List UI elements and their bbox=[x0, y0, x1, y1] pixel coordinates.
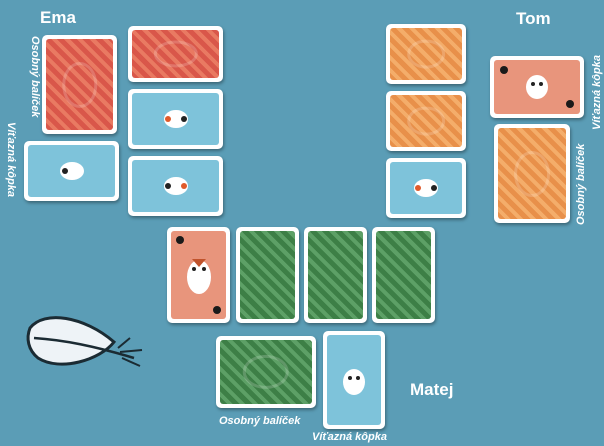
tom-bird-card[interactable] bbox=[386, 158, 466, 218]
tom-card-back-2[interactable] bbox=[386, 91, 466, 151]
bird-icon bbox=[520, 72, 554, 102]
spade-icon bbox=[500, 66, 508, 74]
bird-icon bbox=[339, 362, 369, 398]
ema-personal-pile[interactable] bbox=[42, 35, 117, 134]
player-name-tom: Tom bbox=[516, 9, 551, 29]
center-card-back-2[interactable] bbox=[304, 227, 367, 323]
center-card-back-1[interactable] bbox=[236, 227, 299, 323]
ema-bird-card-2[interactable] bbox=[128, 156, 223, 216]
spade-icon bbox=[213, 306, 221, 314]
center-card-revealed[interactable] bbox=[167, 227, 230, 323]
bird-icon bbox=[158, 173, 194, 199]
ema-winning-pile-label: Víťazná kôpka bbox=[5, 122, 17, 197]
player-name-ema: Ema bbox=[40, 8, 76, 28]
feather-icon bbox=[24, 306, 146, 380]
ema-card-back-horizontal[interactable] bbox=[128, 26, 223, 82]
bird-icon bbox=[182, 251, 216, 299]
matej-winning-pile[interactable] bbox=[323, 331, 385, 429]
center-card-back-3[interactable] bbox=[372, 227, 435, 323]
spade-icon bbox=[176, 236, 184, 244]
tom-personal-pile[interactable] bbox=[494, 124, 570, 223]
tom-winning-pile-label: Víťazná kôpka bbox=[591, 55, 603, 130]
matej-personal-pile[interactable] bbox=[216, 336, 316, 408]
tom-card-back-1[interactable] bbox=[386, 24, 466, 84]
tom-personal-pile-label: Osobný balíček bbox=[575, 144, 587, 225]
bird-icon bbox=[408, 175, 444, 201]
tom-winning-pile[interactable] bbox=[490, 56, 584, 118]
matej-personal-pile-label: Osobný balíček bbox=[219, 415, 300, 427]
ema-personal-pile-label: Osobný balíček bbox=[29, 36, 41, 117]
spade-icon bbox=[566, 100, 574, 108]
bird-icon bbox=[158, 106, 194, 132]
matej-winning-pile-label: Víťazná kôpka bbox=[312, 431, 387, 443]
bird-icon bbox=[54, 158, 90, 184]
ema-bird-card-1[interactable] bbox=[128, 89, 223, 149]
player-name-matej: Matej bbox=[410, 380, 453, 400]
ema-winning-pile[interactable] bbox=[24, 141, 119, 201]
